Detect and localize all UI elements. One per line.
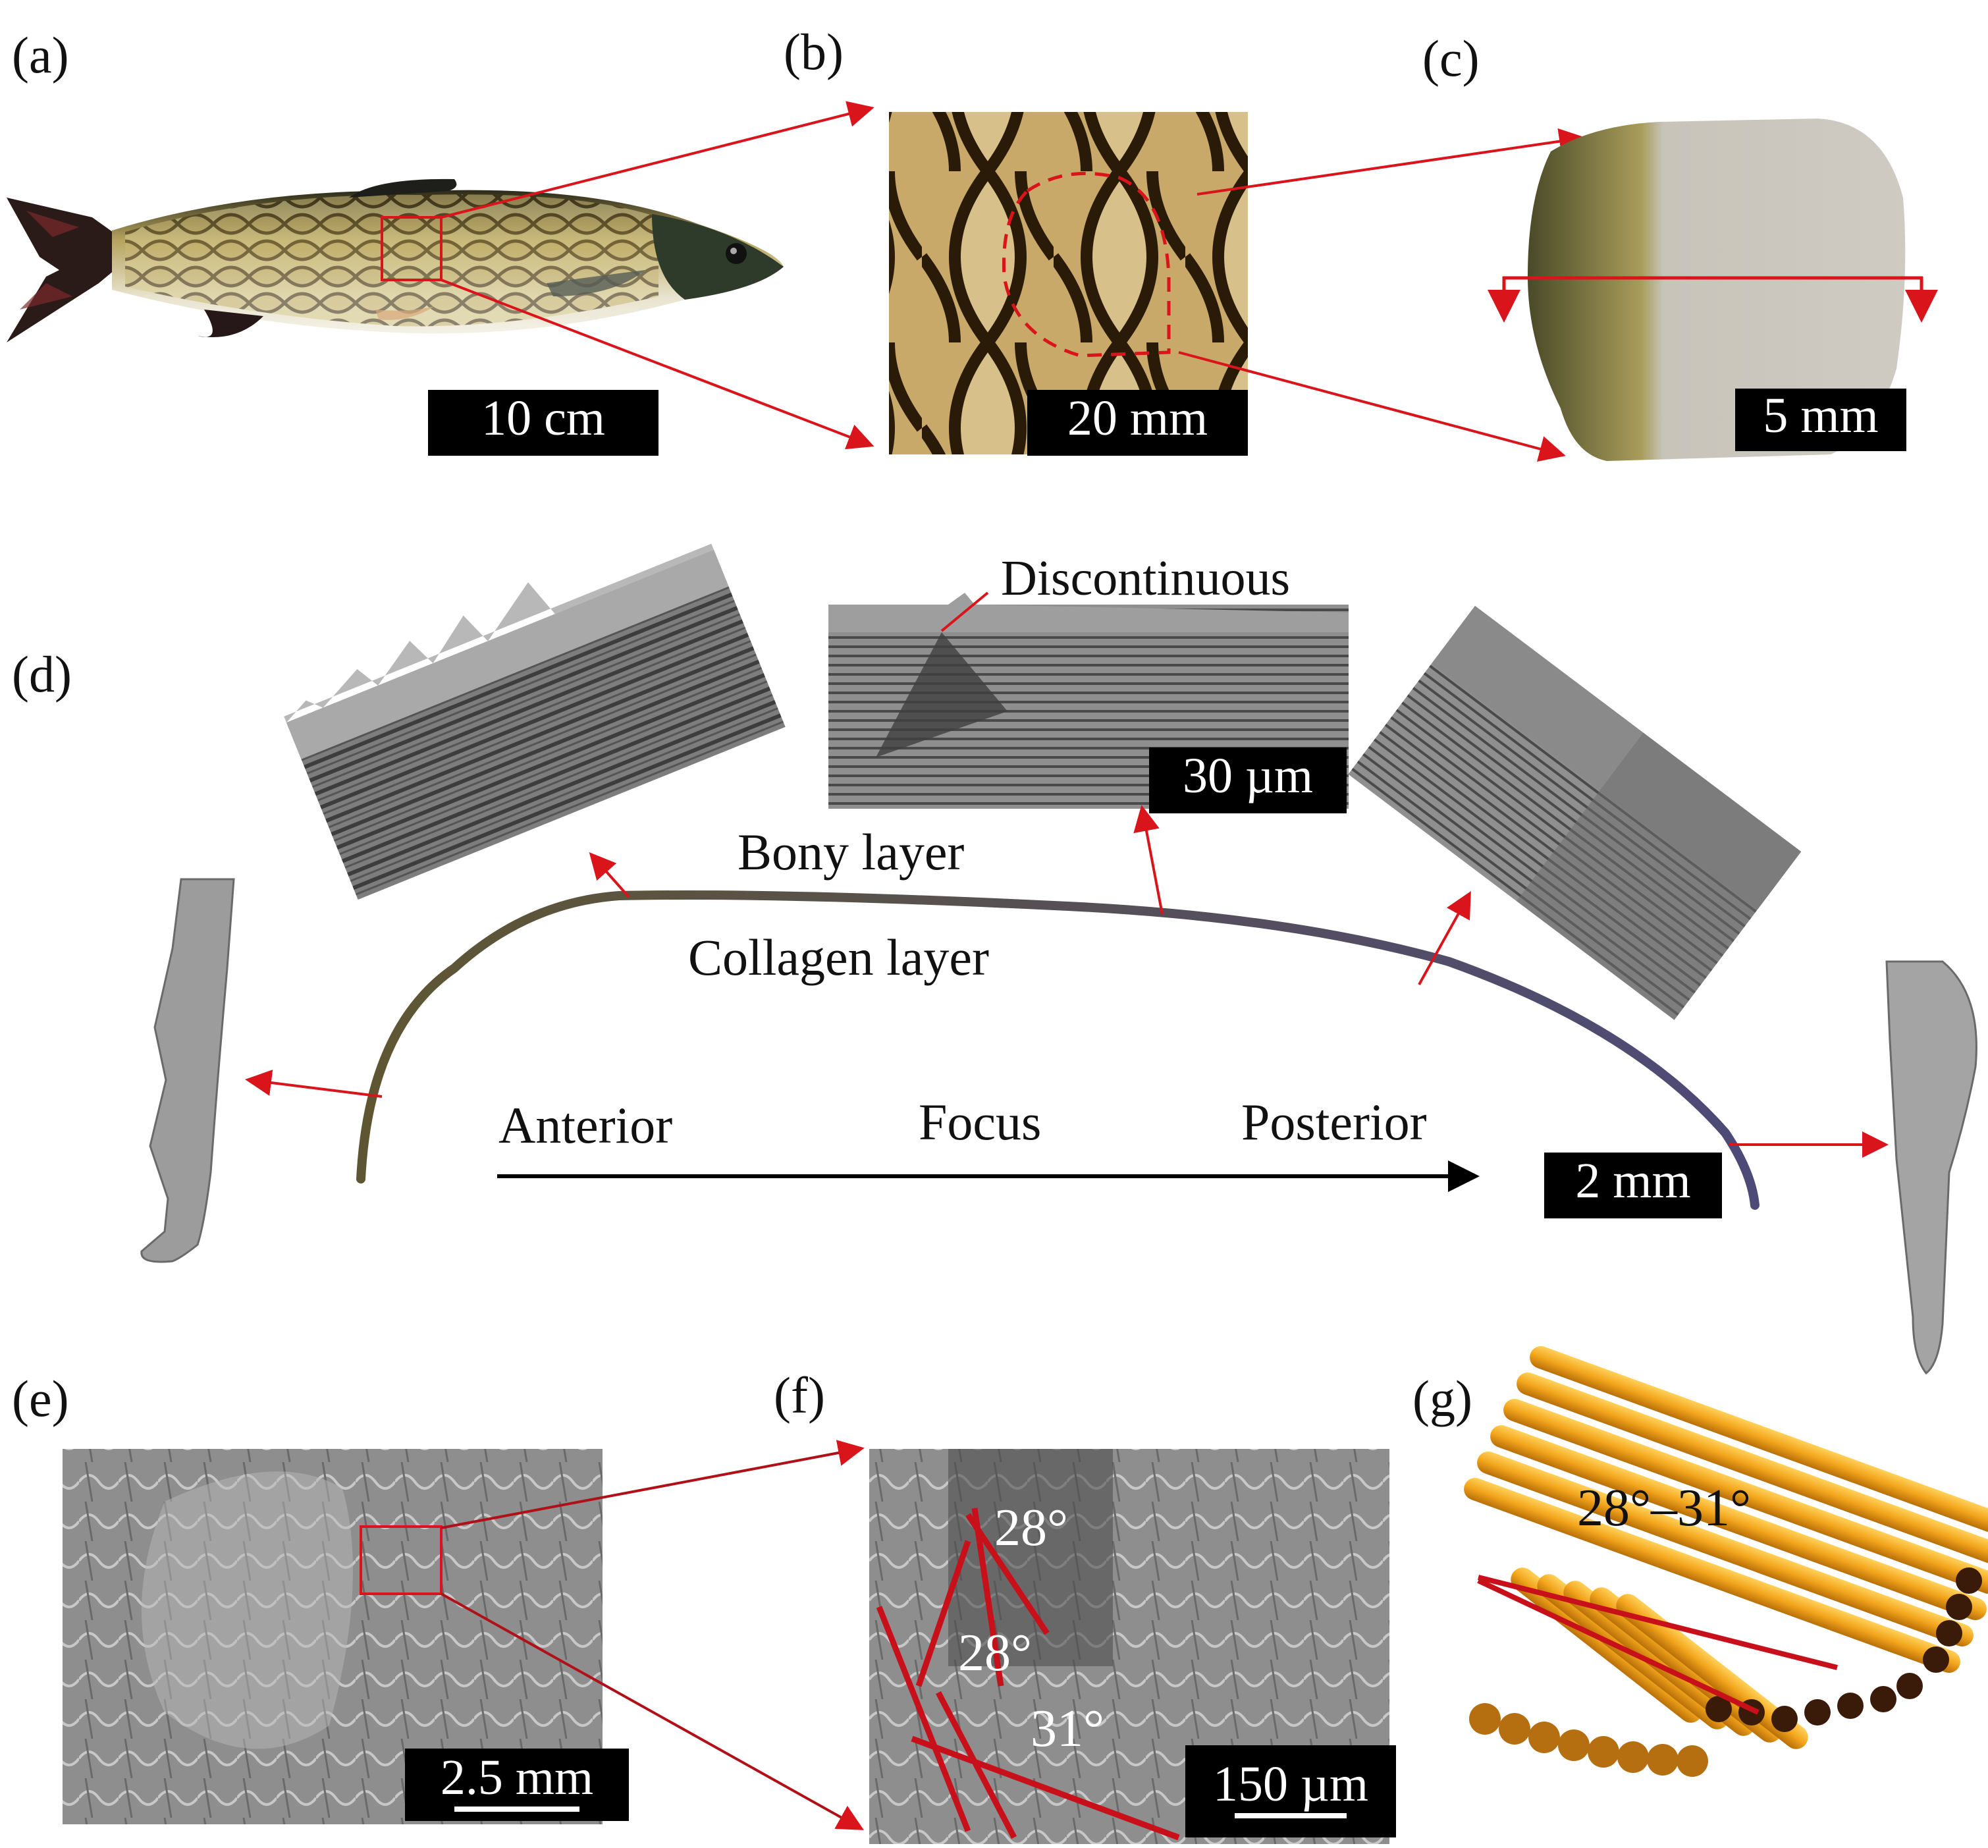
scale-bar-line: [1235, 1813, 1347, 1818]
edge-profile-anterior: [140, 878, 235, 1263]
edge-profile-posterior: [1885, 960, 1977, 1375]
connector-b-c-bottom: [1178, 351, 1566, 462]
angle-label-1: 28°: [994, 1499, 1068, 1557]
fish-roi-box: [381, 216, 443, 281]
scale-bar-f: 150 µm: [1185, 1745, 1396, 1837]
panel-label-e: (e): [12, 1370, 69, 1427]
panel-label-g: (g): [1412, 1370, 1472, 1427]
axis-label-focus: Focus: [919, 1093, 1042, 1151]
fish-illustration: [7, 178, 784, 342]
scale-bar-line: [454, 1807, 579, 1812]
connector-a-b-bottom: [441, 279, 874, 450]
scale-bar-b: 20 mm: [1027, 390, 1248, 456]
scale-bar-d: 2 mm: [1544, 1153, 1722, 1218]
scale-bar-e: 2.5 mm: [405, 1749, 629, 1821]
panel-label-f: (f): [774, 1367, 825, 1424]
connector-b-c-top: [1196, 128, 1586, 196]
scale-bar-d-inset: 30 µm: [1149, 747, 1347, 813]
angle-label-2: 28°: [958, 1624, 1032, 1682]
inset-focus-micrograph: [828, 593, 1349, 809]
collagen-layer-label: Collagen layer: [688, 929, 989, 986]
discontinuous-pointer: [940, 591, 989, 632]
bony-layer-label: Bony layer: [738, 823, 965, 881]
angle-range-label: 28°–31°: [1577, 1479, 1751, 1537]
panel-label-a: (a): [12, 26, 69, 84]
connector-e-f-top: [441, 1440, 865, 1529]
axis-label-posterior: Posterior: [1241, 1093, 1427, 1151]
angle-label-3: 31°: [1031, 1700, 1104, 1758]
sem-roi-box: [360, 1525, 443, 1595]
inset-posterior-micrograph: [1348, 606, 1802, 1020]
connector-a-b-top: [441, 101, 874, 219]
scale-bar-a: 10 cm: [428, 390, 658, 456]
scale-roi-dashed: [1002, 171, 1171, 358]
connector-e-f-bottom: [441, 1592, 864, 1830]
panel-label-c: (c): [1422, 30, 1480, 87]
discontinuous-label: Discontinuous: [1001, 551, 1291, 606]
inset-anterior-micrograph: [284, 543, 786, 900]
single-scale-image: [1528, 119, 1906, 461]
scale-cross-section-curve: [356, 890, 1760, 1210]
fiber-model: [1464, 1346, 1988, 1777]
panel-label-b: (b): [784, 23, 844, 80]
scale-bar-c: 5 mm: [1735, 389, 1906, 451]
axis-label-anterior: Anterior: [498, 1097, 673, 1154]
fiber-angle-lines: [876, 1508, 1180, 1841]
panel-label-d: (d): [12, 645, 72, 703]
